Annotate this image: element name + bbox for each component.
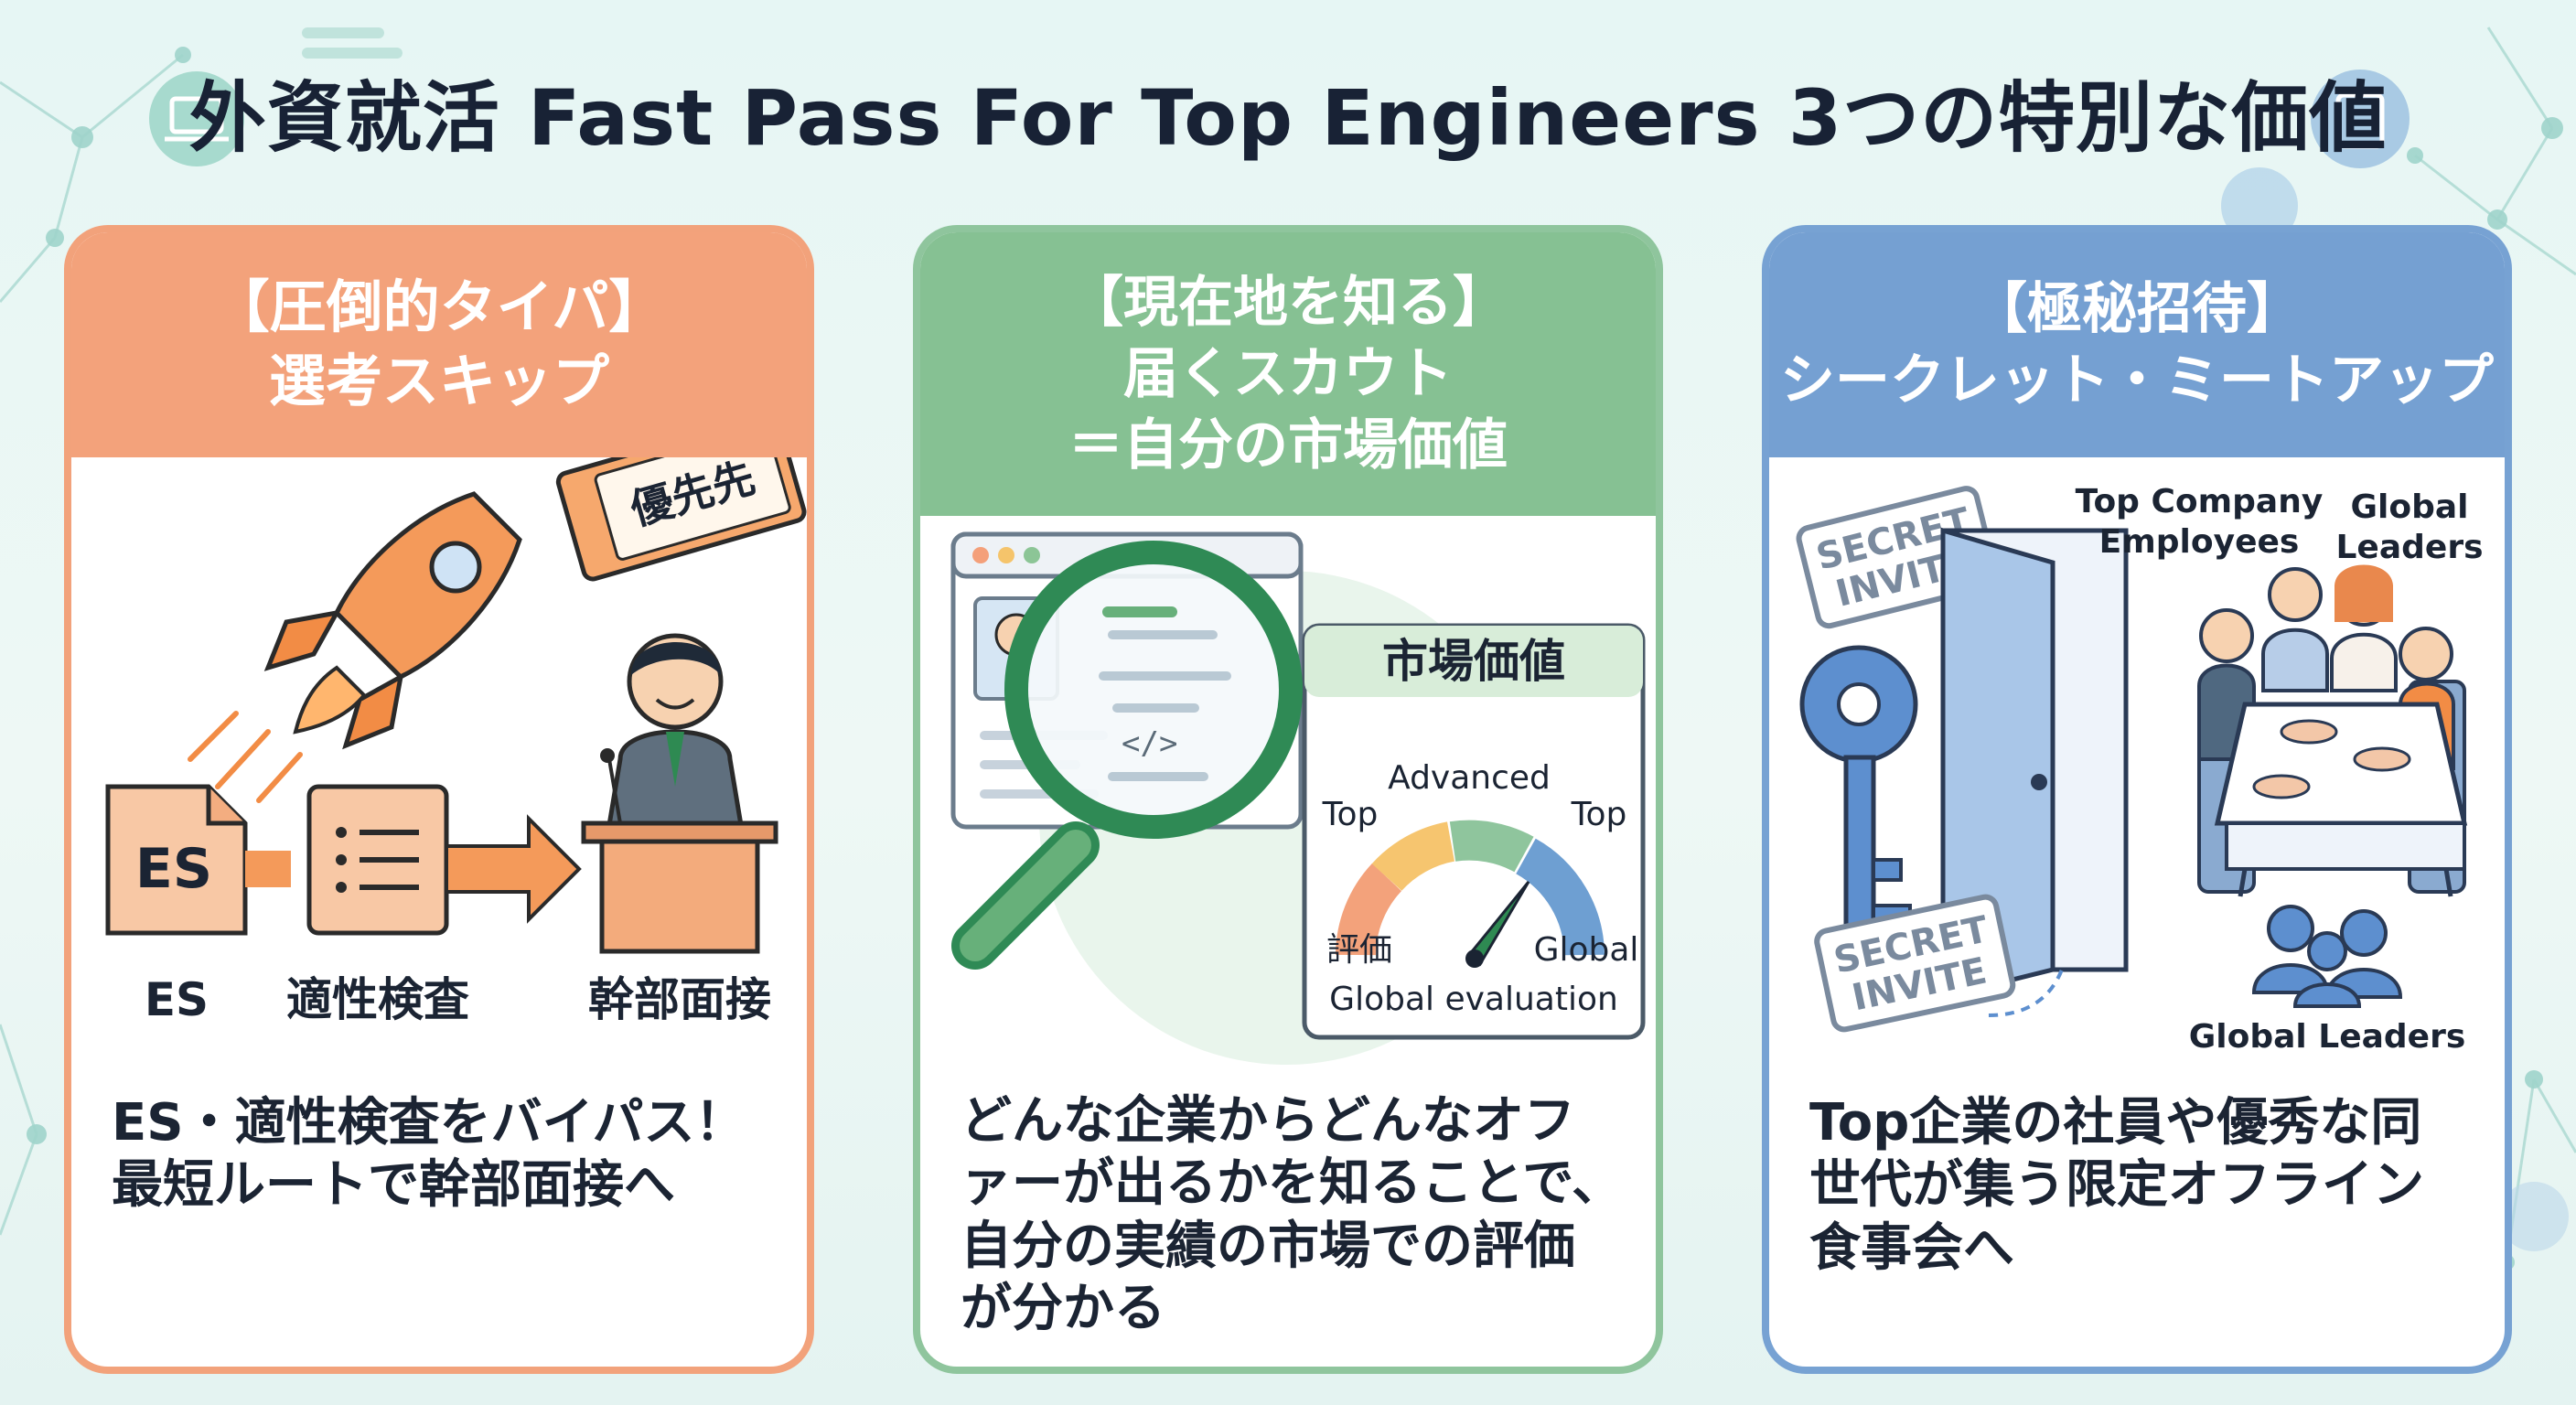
executive-interviewer-icon [581, 633, 778, 954]
label-top-company: Employees [2099, 523, 2300, 561]
label-global-leaders: Leaders [2335, 529, 2483, 566]
market-value-illustration: 市場価値 Advanced Top Top 評価 Global Global e… [950, 531, 1646, 1065]
door-icon [1940, 527, 2129, 1001]
dinner-table-icon [2197, 564, 2468, 897]
market-value-gauge-card: 市場価値 Advanced Top Top 評価 Global Global e… [1302, 623, 1646, 1040]
description-line: ES・適性検査をバイパス！ [112, 1093, 746, 1153]
label-top-company: Top Company [2076, 483, 2324, 520]
card-heading-line: 選考スキップ [268, 348, 609, 414]
secret-invite-stamp: SECRET INVITE [1814, 894, 2016, 1033]
label-global-leaders: Global [2350, 488, 2468, 526]
flow-arrow-icon [445, 814, 582, 924]
selection-skip-illustration: 優先先 ES [105, 457, 807, 1026]
secret-meetup-illustration: SECRET INVITE SECRET INVITE [1796, 483, 2484, 1052]
description-line: 食事会へ [1809, 1217, 2014, 1278]
rocket-icon [188, 491, 522, 803]
card-heading-line: 届くスカウト [1123, 342, 1453, 406]
es-document-label: ES [135, 837, 212, 901]
card-heading-line: シークレット・ミートアップ [1780, 349, 2494, 413]
description-line: ァーが出るかを知ることで、 [961, 1153, 1624, 1214]
label-global-leaders-group: Global Leaders [2189, 1018, 2466, 1052]
page-title: 外資就活 Fast Pass For Top Engineers 3つの特別な価… [188, 73, 2388, 163]
description-line: 最短ルートで幹部面接へ [112, 1155, 675, 1216]
description-line: 世代が集う限定オフライン [1809, 1155, 2424, 1216]
card-secret-meetup: 【極秘招待】 シークレット・ミートアップ SECRET INVITE SECRE… [1762, 225, 2512, 1374]
magnifying-glass-icon: </> [951, 541, 1303, 970]
flow-label-es: ES [145, 973, 209, 1026]
description-line: が分かる [961, 1278, 1165, 1338]
description-line: Top企業の社員や優秀な同 [1809, 1093, 2422, 1153]
gauge-top-label: Advanced [1388, 759, 1551, 797]
card-heading-line: ＝自分の市場価値 [1068, 413, 1508, 477]
card-description: どんな企業からどんなオフ ァーが出るかを知ることで、 自分の実績の市場での評価 … [961, 1090, 1628, 1340]
code-glyph: </> [1122, 725, 1177, 762]
gauge-title: 市場価値 [1382, 635, 1565, 688]
card-heading-line: 【圧倒的タイパ】 [212, 273, 666, 341]
card-header: 【現在地を知る】 届くスカウト ＝自分の市場価値 [920, 232, 1656, 516]
gauge-left-top-label: Top [1322, 796, 1379, 833]
flow-label-executive-interview: 幹部面接 [588, 973, 771, 1026]
gauge-right-top-label: Top [1571, 796, 1627, 833]
card-market-value: 【現在地を知る】 届くスカウト ＝自分の市場価値 市場価値 [913, 225, 1663, 1374]
gauge-right-bottom-label: Global [1534, 931, 1639, 969]
es-document-icon: ES [105, 784, 248, 936]
description-line: 自分の実績の市場での評価 [961, 1216, 1575, 1276]
description-line: どんな企業からどんなオフ [961, 1091, 1575, 1151]
card-heading-line: 【極秘招待】 [1972, 277, 2302, 341]
card-description: Top企業の社員や優秀な同 世代が集う限定オフライン 食事会へ [1809, 1092, 2477, 1280]
group-people-icon [2251, 905, 2403, 1008]
card-header: 【極秘招待】 シークレット・ミートアップ [1769, 232, 2505, 457]
card-heading-line: 【現在地を知る】 [1068, 271, 1508, 335]
gauge-caption: Global evaluation [1329, 981, 1618, 1018]
gauge-icon [1336, 820, 1605, 956]
flow-arrow-segment [245, 851, 291, 887]
aptitude-test-icon [306, 784, 449, 936]
card-header: 【圧倒的タイパ】 選考スキップ [71, 232, 807, 457]
card-selection-skip: 【圧倒的タイパ】 選考スキップ 優先先 ES [64, 225, 814, 1374]
priority-ticket-icon: 優先先 [555, 457, 807, 582]
gauge-left-bottom-label: 評価 [1326, 931, 1392, 969]
card-description: ES・適性検査をバイパス！ 最短ルートで幹部面接へ [112, 1092, 779, 1217]
flow-label-aptitude-test: 適性検査 [286, 973, 469, 1026]
